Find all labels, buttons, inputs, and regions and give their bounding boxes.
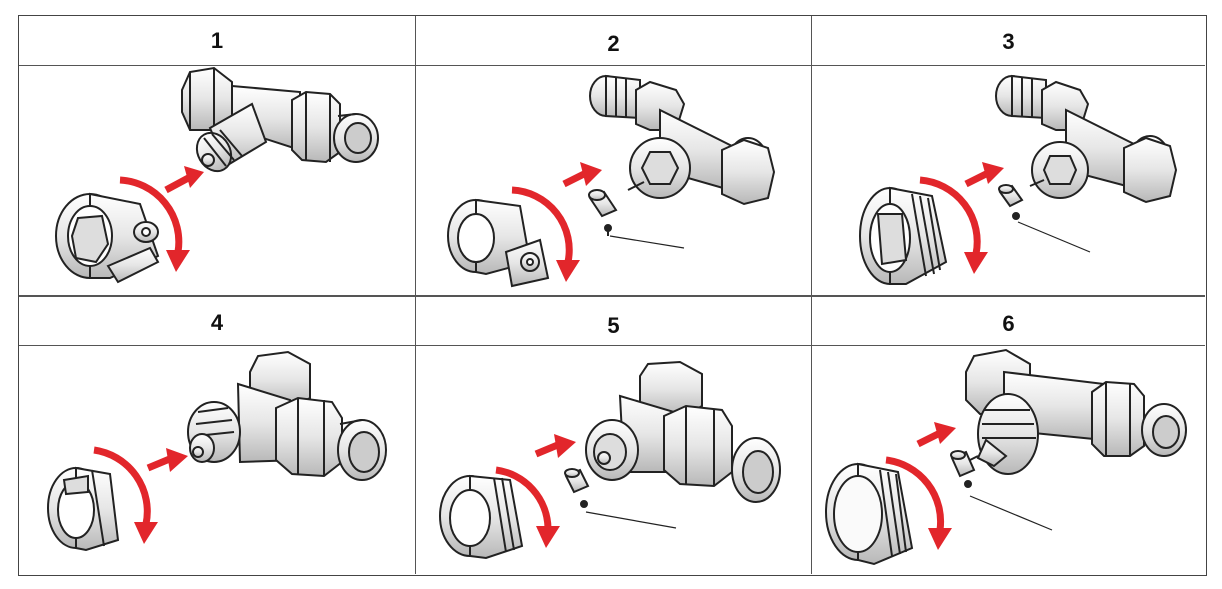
valve-body-2 [589,74,776,206]
valve-body-1 [181,66,379,173]
rotation-arrow-4 [93,446,151,525]
panel-4-drawing [47,350,387,552]
adapter-6 [825,462,914,566]
grid-hline-middle [19,295,1205,297]
step-4-number: 4 [210,309,224,335]
panel-1-drawing [55,66,379,284]
step-2-header: 2 [416,16,811,65]
insert-pin-2 [588,189,685,249]
step-3-header: 3 [812,16,1205,65]
valve-body-5 [585,360,781,503]
rotation-arrow-2 [511,186,573,263]
step-1-number: 1 [210,27,224,53]
adapter-5 [439,474,524,560]
panel-2-arrows [511,162,602,282]
panel-3-arrows [919,162,1004,274]
step-1-header: 1 [19,16,415,65]
rotation-arrow-6 [885,456,945,531]
valve-body-6 [965,348,1187,475]
panel-6-drawing [825,348,1187,566]
adapter-3 [859,186,948,285]
step-6-number: 6 [1002,310,1015,336]
grid-hline-top-header [19,65,1205,66]
grid-hline-bottom-header [19,345,1205,346]
adapter-4 [47,466,120,552]
step-3-number: 3 [1002,28,1015,54]
rotation-arrow-5 [495,466,552,529]
insert-pin-5 [564,468,677,529]
panel-5-arrows [495,434,576,548]
step-5-number: 5 [607,312,620,338]
valve-body-4 [187,350,387,481]
step-4-header: 4 [19,296,415,345]
insert-pin-6 [950,450,1053,531]
step-2-number: 2 [607,30,620,56]
panel-1-arrows [119,166,204,272]
grid-vline-1 [415,16,416,574]
insert-pin-3 [998,184,1091,253]
step-5-header: 5 [416,296,811,345]
panel-5-drawing [439,360,781,560]
panel-3-drawing [859,74,1178,285]
rotation-arrow-3 [919,176,981,255]
rotation-arrow-1 [119,176,183,253]
panel-6-arrows [885,422,956,550]
step-6-header: 6 [812,296,1205,345]
adapter-2 [447,198,550,288]
adapter-1 [55,192,160,284]
instruction-grid: 1 2 3 4 5 6 [18,15,1207,576]
grid-vline-2 [811,16,812,574]
panel-4-arrows [93,446,188,544]
panel-2-drawing [447,74,776,288]
valve-body-3 [995,74,1178,204]
